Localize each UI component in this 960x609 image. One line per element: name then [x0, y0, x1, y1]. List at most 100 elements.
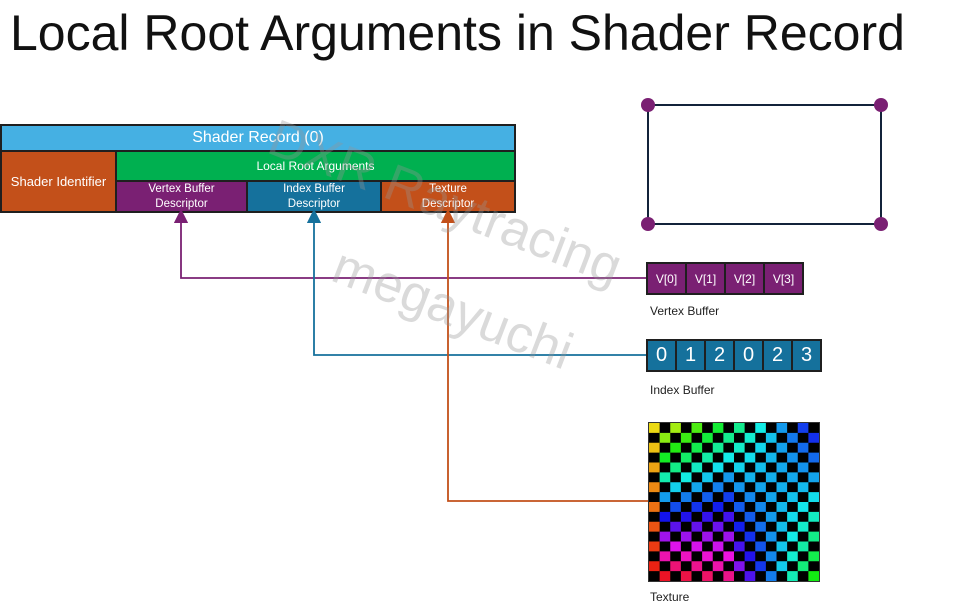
texture-tile: [765, 492, 777, 503]
checkerboard-texture: [649, 423, 819, 581]
shader-record-header-label: Shader Record (0): [192, 129, 324, 146]
texture-tile: [680, 511, 692, 522]
index-buffer-descriptor-label: Index Buffer Descriptor: [283, 182, 345, 210]
texture-tile: [808, 571, 819, 581]
texture-tile: [744, 492, 756, 503]
texture-tile: [691, 442, 703, 453]
texture-tile: [787, 452, 798, 463]
index-buffer-cell: 0: [646, 339, 677, 372]
quad-outline: [647, 104, 882, 225]
index-buffer-cell: 1: [675, 339, 706, 372]
texture-tile: [691, 482, 703, 493]
texture-tile: [670, 442, 681, 453]
index-buffer-label: Index Buffer: [650, 383, 715, 397]
texture-tile: [649, 462, 660, 473]
texture-tile: [808, 432, 819, 443]
texture-tile: [691, 561, 703, 572]
texture-tile: [776, 521, 788, 532]
texture-connector: [440, 208, 650, 502]
texture-tile: [734, 521, 745, 532]
texture-tile: [744, 432, 756, 443]
texture-label: Texture: [650, 590, 690, 604]
texture-tile: [787, 432, 798, 443]
texture-tile: [649, 541, 660, 552]
vertex-buffer-label: Vertex Buffer: [650, 304, 720, 318]
texture-image: [648, 422, 820, 582]
texture-tile: [691, 521, 703, 532]
texture-tile: [797, 462, 809, 473]
texture-tile: [680, 551, 692, 562]
texture-tile: [723, 511, 735, 522]
texture-tile: [659, 432, 671, 443]
texture-tile: [797, 541, 809, 552]
vertex-buffer-connector: [173, 208, 650, 279]
texture-tile: [680, 432, 692, 443]
index-buffer-cell: 3: [791, 339, 822, 372]
texture-tile: [659, 452, 671, 463]
texture-tile: [723, 432, 735, 443]
texture-tile: [691, 502, 703, 512]
texture-tile: [808, 551, 819, 562]
texture-tile: [734, 442, 745, 453]
texture-tile: [734, 482, 745, 493]
texture-descriptor-label: Texture Descriptor: [421, 182, 475, 210]
texture-tile: [776, 541, 788, 552]
texture-tile: [712, 521, 724, 532]
texture-tile: [734, 462, 745, 473]
vertex-buffer: V[0] V[1] V[2] V[3]: [646, 262, 804, 295]
texture-tile: [670, 462, 681, 473]
texture-tile: [787, 531, 798, 542]
texture-tile: [744, 551, 756, 562]
texture-tile: [702, 571, 713, 581]
texture-tile: [723, 472, 735, 483]
texture-tile: [765, 551, 777, 562]
texture-tile: [649, 502, 660, 512]
texture-tile: [691, 423, 703, 433]
texture-tile: [712, 561, 724, 572]
texture-tile: [755, 482, 766, 493]
texture-tile: [702, 511, 713, 522]
texture-tile: [734, 502, 745, 512]
texture-tile: [712, 442, 724, 453]
texture-tile: [765, 571, 777, 581]
texture-tile: [755, 502, 766, 512]
texture-tile: [744, 472, 756, 483]
texture-tile: [659, 571, 671, 581]
texture-tile: [755, 521, 766, 532]
texture-tile: [670, 502, 681, 512]
vertex-buffer-cell: V[3]: [763, 262, 804, 295]
texture-tile: [755, 462, 766, 473]
texture-tile: [649, 423, 660, 433]
vertex-buffer-cell: V[0]: [646, 262, 687, 295]
texture-tile: [787, 571, 798, 581]
texture-tile: [659, 472, 671, 483]
texture-tile: [765, 432, 777, 443]
texture-tile: [776, 423, 788, 433]
texture-tile: [755, 423, 766, 433]
texture-tile: [797, 482, 809, 493]
shader-identifier-block: Shader Identifier: [0, 150, 117, 213]
texture-tile: [744, 452, 756, 463]
texture-tile: [723, 452, 735, 463]
texture-tile: [797, 561, 809, 572]
index-buffer-cell: 2: [704, 339, 735, 372]
texture-tile: [787, 551, 798, 562]
texture-tile: [787, 511, 798, 522]
texture-tile: [649, 521, 660, 532]
texture-tile: [734, 541, 745, 552]
texture-tile: [649, 561, 660, 572]
texture-tile: [808, 472, 819, 483]
texture-tile: [734, 561, 745, 572]
texture-tile: [723, 531, 735, 542]
texture-tile: [797, 423, 809, 433]
texture-tile: [702, 432, 713, 443]
texture-tile: [797, 442, 809, 453]
texture-tile: [691, 462, 703, 473]
quad-vertex-1: [874, 98, 888, 112]
vertex-buffer-cell: V[1]: [685, 262, 726, 295]
texture-tile: [723, 571, 735, 581]
slide-title: Local Root Arguments in Shader Record: [10, 5, 905, 61]
quad-vertex-0: [641, 98, 655, 112]
texture-tile: [670, 561, 681, 572]
